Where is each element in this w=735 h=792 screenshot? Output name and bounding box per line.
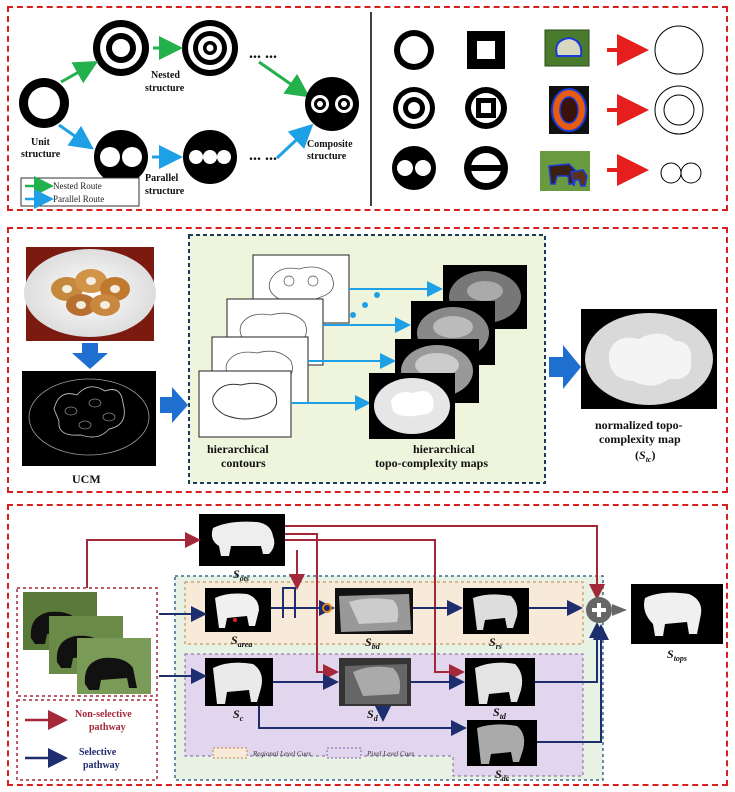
- composite-label-2: structure: [307, 151, 347, 162]
- parallel-arrow-1: [58, 123, 94, 150]
- junction-marker: [322, 603, 332, 613]
- two-holes-shape-icon: [392, 146, 436, 190]
- ucm-to-contours-arrow: [160, 387, 188, 423]
- selective-paths: [159, 587, 609, 743]
- ring-shape-icon: [394, 30, 434, 70]
- label-dc: Sdc: [495, 767, 510, 783]
- legend-non-selective-1: Non-selective: [75, 709, 132, 720]
- composite-structure-icon: [305, 77, 359, 131]
- nested-structure-icon-2: [182, 20, 238, 76]
- topo-map-stack: [369, 265, 527, 439]
- label-td: Std: [493, 705, 507, 721]
- outline-parallel-result: [660, 162, 702, 184]
- ucm-image: [22, 371, 156, 466]
- pathway-panel: Non-selective pathway Selective pathway …: [7, 504, 728, 786]
- label-rs: Srs: [489, 635, 502, 651]
- node-bd-image: [335, 588, 413, 634]
- nested-label-2: structure: [145, 83, 185, 94]
- parallel-structure-icon-2: [183, 130, 237, 184]
- composite-label-1: Composite: [307, 139, 353, 150]
- nested-ellipsis: ... ...: [249, 45, 277, 62]
- unit-label-2: structure: [21, 149, 61, 160]
- parallel-ellipsis: ... ...: [249, 147, 277, 164]
- to-normalized-arrow: [549, 345, 581, 389]
- legend-selective-1: Selective: [79, 747, 117, 758]
- normalized-label-2: complexity map: [599, 432, 681, 446]
- pixel-cues-label: Pixel Level Cues: [366, 750, 414, 758]
- fusion-plus-icon: [586, 597, 627, 623]
- node-ots-image: [199, 514, 285, 566]
- node-tops-image: [631, 584, 723, 644]
- outline-nested-result: [654, 85, 704, 135]
- nested-label-1: Nested: [151, 70, 180, 81]
- label-area: Sarea: [231, 633, 252, 649]
- normalized-topo-map: [581, 309, 717, 409]
- nested-structure-icon-1: [93, 20, 149, 76]
- maps-label-1: hierarchical: [413, 442, 475, 456]
- example-photo-fruit: [549, 86, 589, 134]
- parallel-label-2: structure: [145, 186, 185, 197]
- topo-complexity-panel: UCM hierarchical contours hierarchical t…: [7, 227, 728, 493]
- contours-label-1: hierarchical: [207, 442, 269, 456]
- square-frame-shape-icon: [467, 31, 505, 69]
- legend-parallel-route: Parallel Route: [53, 194, 104, 204]
- topology-structures-svg: Unit structure ... ... Nested structure …: [19, 12, 704, 209]
- route-legend: Nested Route Parallel Route: [20, 176, 140, 209]
- node-c-image: [205, 658, 273, 706]
- label-ots: Sots: [233, 567, 249, 583]
- nested-arrow-3: [258, 60, 310, 98]
- contour-stack: [198, 254, 350, 438]
- dot-1: [350, 312, 356, 318]
- double-ring-shape-icon: [393, 87, 435, 129]
- normalized-label-1: normalized topo-: [595, 418, 683, 432]
- ring-square-shape-icon: [465, 87, 507, 129]
- normalized-symbol: (Stc): [635, 448, 655, 464]
- node-area-image: [205, 588, 271, 632]
- label-bd: Sbd: [365, 635, 381, 651]
- outline-circle-result: [654, 25, 704, 75]
- label-c: Sc: [233, 707, 244, 723]
- nested-arrow-1: [60, 61, 99, 84]
- ucm-label: UCM: [72, 472, 101, 486]
- input-bear-photos: [23, 592, 151, 694]
- regional-cues-label: Regional Level Cues: [252, 750, 311, 758]
- topo-complexity-svg: UCM hierarchical contours hierarchical t…: [22, 234, 717, 486]
- pathway-svg: Non-selective pathway Selective pathway …: [16, 514, 723, 783]
- parallel-arrow-3: [275, 123, 314, 160]
- label-tops: Stops: [667, 647, 687, 663]
- unit-label-1: Unit: [31, 137, 51, 148]
- legend-nested-route: Nested Route: [53, 181, 102, 191]
- node-td-image: [465, 658, 535, 706]
- input-donut-photo: [24, 247, 156, 341]
- example-photo-stone: [544, 29, 590, 67]
- legend-non-selective-2: pathway: [89, 722, 126, 733]
- unit-structure-icon: [19, 78, 69, 128]
- down-arrow: [72, 343, 108, 369]
- pathway-legend: [16, 699, 158, 781]
- non-selective-paths: [86, 525, 605, 680]
- dot-2: [362, 302, 368, 308]
- node-rs-image: [463, 588, 529, 634]
- maps-label-2: topo-complexity maps: [375, 456, 488, 470]
- example-photo-horses: [540, 151, 590, 191]
- theta-shape-icon: [464, 146, 508, 190]
- regional-swatch: [212, 747, 248, 759]
- parallel-structure-icon-1: [94, 130, 148, 184]
- legend-selective-2: pathway: [83, 760, 120, 771]
- dot-3: [374, 292, 380, 298]
- node-d-image: [339, 658, 411, 706]
- node-dc-image: [467, 720, 537, 766]
- parallel-label-1: Parallel: [145, 173, 179, 184]
- contours-label-2: contours: [221, 456, 266, 470]
- pixel-swatch: [326, 747, 362, 759]
- topology-structures-panel: Unit structure ... ... Nested structure …: [7, 6, 728, 211]
